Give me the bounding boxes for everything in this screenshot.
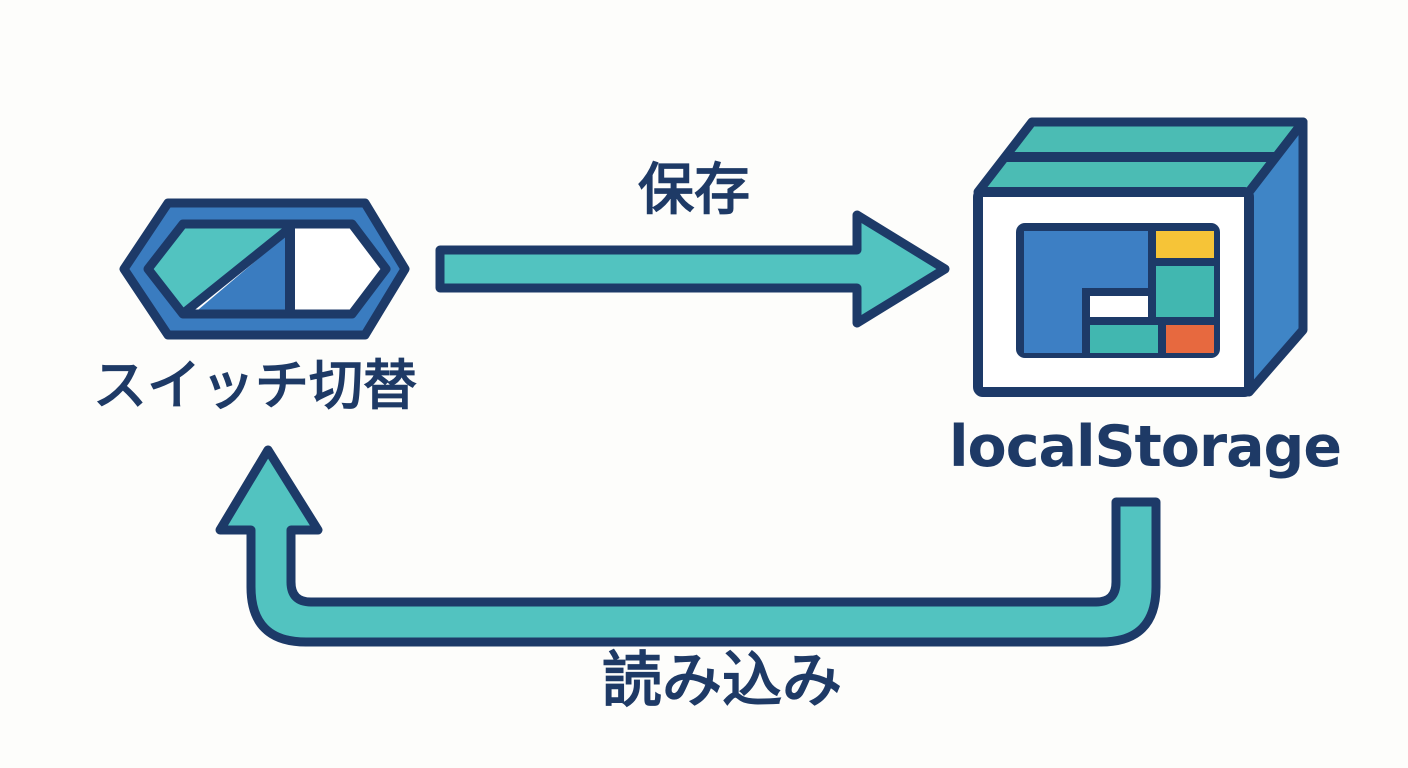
mosaic-teal-right-block bbox=[1156, 266, 1214, 317]
mosaic-white-block bbox=[1090, 296, 1148, 317]
toggle-switch-node-label: スイッチ切替 bbox=[93, 354, 417, 417]
local-storage-node-label: localStorage bbox=[949, 414, 1342, 480]
toggle-inner-outline bbox=[143, 219, 391, 319]
mosaic-teal-bottom-block bbox=[1090, 325, 1158, 353]
mosaic-orange-block bbox=[1166, 325, 1214, 353]
save-edge-label: 保存 bbox=[638, 158, 750, 223]
save-arrow bbox=[435, 210, 950, 328]
load-return-arrow bbox=[215, 445, 1161, 647]
toggle-diagonal-divider bbox=[177, 224, 294, 314]
storage-box-icon bbox=[973, 117, 1308, 397]
toggle-switch-icon bbox=[119, 198, 410, 340]
load-edge-label: 読み込み bbox=[602, 646, 842, 716]
mosaic-yellow-block bbox=[1156, 231, 1214, 258]
mosaic-blue-block bbox=[1024, 231, 1148, 353]
